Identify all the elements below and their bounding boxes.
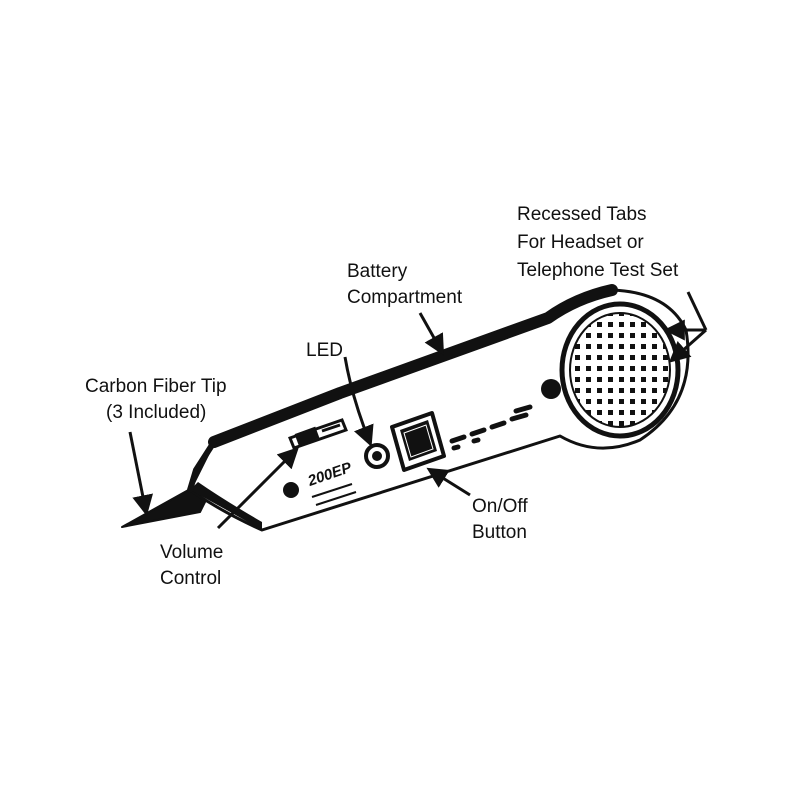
label-line: Button xyxy=(472,522,527,543)
indicator-marks xyxy=(449,404,533,451)
arrow-battery xyxy=(418,312,445,356)
arrow-tabs-stem xyxy=(686,291,708,331)
label-line: Battery xyxy=(347,261,408,282)
label-line: Recessed Tabs xyxy=(517,204,647,225)
label-recessed-tabs: Recessed Tabs For Headset or Telephone T… xyxy=(517,204,679,281)
arrow-led xyxy=(343,356,374,447)
probe-neck xyxy=(190,482,262,530)
arrow-volume xyxy=(216,447,299,530)
label-line: For Headset or xyxy=(517,232,644,253)
label-line: Compartment xyxy=(347,287,463,308)
label-line: On/Off xyxy=(472,496,528,517)
arrow-onoff xyxy=(426,467,471,497)
housing-screw xyxy=(541,379,561,399)
model-subtext-marks xyxy=(311,483,357,506)
label-line: LED xyxy=(306,340,343,361)
label-onoff: On/Off Button xyxy=(472,496,528,543)
label-line: Carbon Fiber Tip xyxy=(85,376,227,397)
volume-control[interactable] xyxy=(288,418,348,450)
onoff-button[interactable] xyxy=(390,411,446,472)
callout-arrows xyxy=(128,291,708,530)
label-battery: Battery Compartment xyxy=(347,261,463,308)
front-screw xyxy=(283,482,299,498)
label-line: Telephone Test Set xyxy=(517,260,679,281)
arrow-tabs-lower xyxy=(668,328,707,363)
label-line: (3 Included) xyxy=(106,402,206,423)
probe-device: 200EP xyxy=(121,284,690,532)
led-indicator xyxy=(364,443,390,469)
label-line: Control xyxy=(160,568,221,589)
battery-compartment xyxy=(208,284,618,448)
label-volume: Volume Control xyxy=(160,542,223,589)
label-line: Volume xyxy=(160,542,223,563)
label-led: LED xyxy=(306,340,343,361)
label-carbon-tip: Carbon Fiber Tip (3 Included) xyxy=(85,376,227,423)
speaker-grille xyxy=(569,312,671,428)
arrow-carbon-tip xyxy=(128,431,154,517)
probe-front-edge xyxy=(187,439,217,493)
